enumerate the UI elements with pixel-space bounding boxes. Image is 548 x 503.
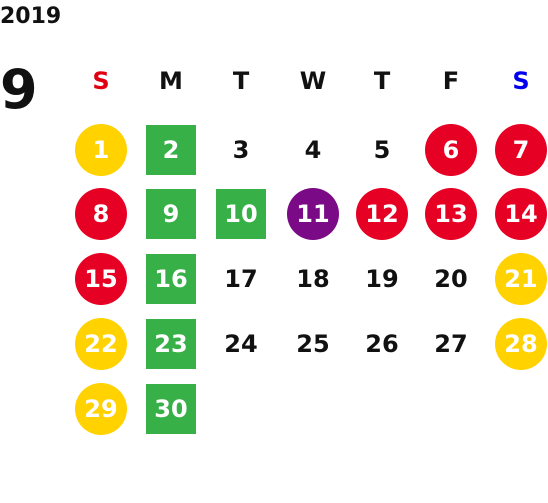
calendar-day[interactable]: 21 <box>495 253 547 305</box>
calendar-day[interactable]: 14 <box>495 188 547 240</box>
calendar-day[interactable]: 12 <box>356 188 408 240</box>
calendar-day[interactable]: 2 <box>146 125 196 175</box>
calendar-day[interactable]: 3 <box>232 136 250 164</box>
calendar-day[interactable]: 22 <box>75 318 127 370</box>
calendar-day[interactable]: 27 <box>434 330 468 358</box>
calendar-day[interactable]: 8 <box>75 188 127 240</box>
calendar-day[interactable]: 28 <box>495 318 547 370</box>
calendar-day[interactable]: 29 <box>75 383 127 435</box>
calendar-day[interactable]: 25 <box>296 330 330 358</box>
calendar-day[interactable]: 30 <box>146 384 196 434</box>
weekday-friday: F <box>442 67 460 95</box>
calendar-day[interactable]: 11 <box>287 188 339 240</box>
weekday-monday: M <box>159 67 183 95</box>
calendar-day[interactable]: 18 <box>296 265 330 293</box>
calendar-day[interactable]: 17 <box>224 265 258 293</box>
calendar-day[interactable]: 7 <box>495 124 547 176</box>
calendar-day[interactable]: 5 <box>373 136 391 164</box>
calendar-day[interactable]: 4 <box>304 136 322 164</box>
calendar-day[interactable]: 13 <box>425 188 477 240</box>
calendar-day[interactable]: 24 <box>224 330 258 358</box>
weekday-header: S M T W T F S <box>0 64 548 98</box>
weekday-tuesday: T <box>232 67 250 95</box>
calendar-day[interactable]: 1 <box>75 124 127 176</box>
calendar-day[interactable]: 19 <box>365 265 399 293</box>
calendar-day[interactable]: 9 <box>146 189 196 239</box>
calendar-day[interactable]: 23 <box>146 319 196 369</box>
month-label: 9 <box>0 58 38 121</box>
calendar-day[interactable]: 26 <box>365 330 399 358</box>
calendar-day[interactable]: 16 <box>146 254 196 304</box>
calendar-day[interactable]: 6 <box>425 124 477 176</box>
calendar-day[interactable]: 20 <box>434 265 468 293</box>
weekday-sunday: S <box>92 67 110 95</box>
weekday-wednesday: W <box>299 67 327 95</box>
year-label: 2019 <box>0 4 62 29</box>
weekday-thursday: T <box>373 67 391 95</box>
calendar-day[interactable]: 15 <box>75 253 127 305</box>
weekday-saturday: S <box>512 67 530 95</box>
calendar-day[interactable]: 10 <box>216 189 266 239</box>
